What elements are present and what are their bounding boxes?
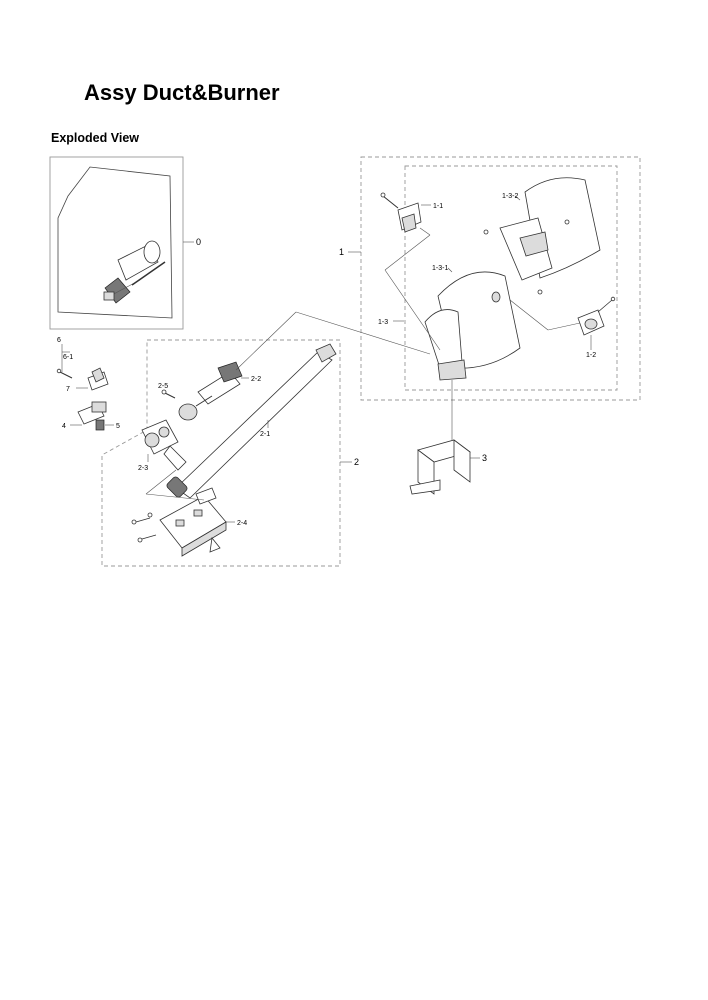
callout-2-2: 2-2 (251, 376, 261, 383)
part-2-5-screw (161, 389, 167, 395)
callout-6-1: 6-1 (63, 354, 73, 361)
part-1-3-1-duct-front (424, 271, 521, 381)
callout-5: 5 (116, 423, 120, 430)
callout-2-4: 2-4 (237, 520, 247, 527)
part-7-clip (87, 367, 109, 391)
part-2-1-burner-tube (166, 343, 337, 499)
part-1-3-2-duct-rear (483, 177, 601, 295)
overview-box (49, 156, 184, 330)
callout-2-5: 2-5 (158, 383, 168, 390)
callout-2-1: 2-1 (260, 431, 270, 438)
callout-1-3-1: 1-3-1 (432, 265, 448, 272)
callout-7: 7 (66, 386, 70, 393)
part-1-2-sensor (577, 296, 616, 336)
callout-2-3: 2-3 (138, 465, 148, 472)
part-4-holder (77, 401, 107, 425)
part-1-1-bracket (380, 192, 422, 233)
part-3-mounting-bracket (409, 439, 471, 495)
callout-1: 1 (339, 247, 344, 257)
callout-0: 0 (196, 237, 201, 247)
callout-6: 6 (57, 337, 61, 344)
part-2-4-base-bracket (159, 487, 227, 557)
callout-1-2: 1-2 (586, 352, 596, 359)
group-1-outline (360, 156, 641, 401)
callout-3: 3 (482, 453, 487, 463)
callout-1-1: 1-1 (433, 203, 443, 210)
section-subtitle: Exploded View (51, 131, 139, 145)
callout-1-3: 1-3 (378, 319, 388, 326)
part-5-plate (95, 419, 105, 431)
group-1-3-outline (404, 165, 618, 391)
callout-2: 2 (354, 457, 359, 467)
part-2-2-igniter (178, 361, 243, 421)
callout-4: 4 (62, 423, 66, 430)
page-title: Assy Duct&Burner (84, 80, 280, 105)
callout-1-3-2: 1-3-2 (502, 193, 518, 200)
part-2-3-gas-valve (141, 419, 187, 471)
